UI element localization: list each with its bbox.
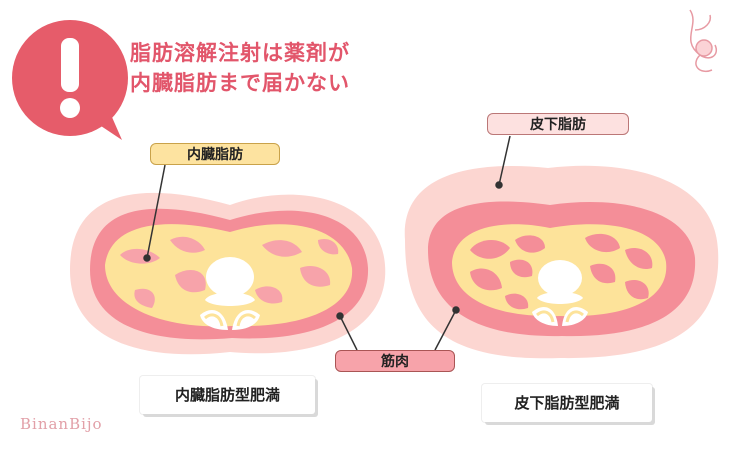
visceral-obesity-caption: 内臓脂肪型肥満 <box>140 376 315 414</box>
heading-line-1: 脂肪溶解注射は薬剤が <box>130 41 350 65</box>
muscle-label: 筋肉 <box>335 350 455 372</box>
floral-ornament-icon <box>689 9 717 72</box>
brand-logo: BinanBijo <box>20 415 103 433</box>
visceral-fat-body-diagram <box>70 192 386 355</box>
visceral-fat-label: 内臓脂肪 <box>150 143 280 165</box>
subcutaneous-fat-label: 皮下脂肪 <box>487 113 629 135</box>
heading-line-2: 内臓脂肪まで届かない <box>130 71 350 95</box>
page-heading: 脂肪溶解注射は薬剤が 内臓脂肪まで届かない <box>130 38 350 98</box>
pointer-lines <box>143 135 511 351</box>
subcutaneous-fat-body-diagram <box>404 165 719 359</box>
subcutaneous-obesity-caption: 皮下脂肪型肥満 <box>482 384 652 422</box>
exclamation-icon <box>12 20 128 140</box>
